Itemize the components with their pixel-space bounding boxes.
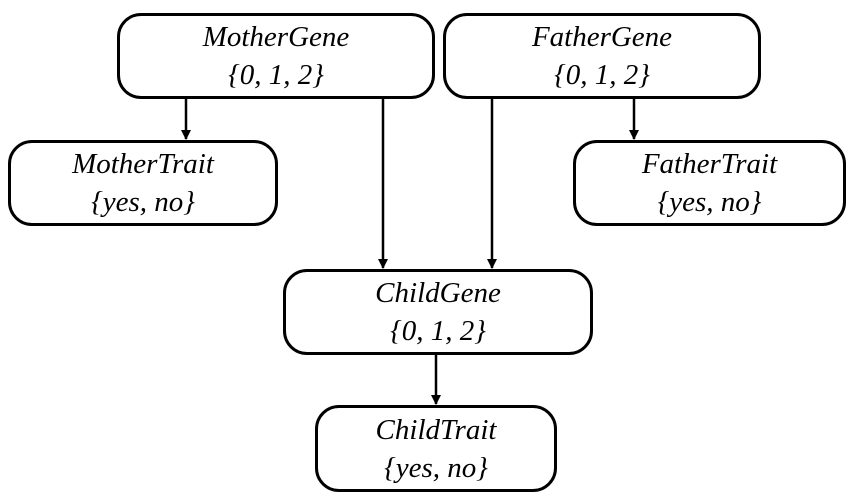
node-name: FatherGene — [531, 21, 673, 53]
node-domain: {0, 1, 2} — [228, 59, 324, 91]
node-domain: {yes, no} — [657, 186, 762, 218]
node-domain: {0, 1, 2} — [554, 59, 650, 91]
node-father-trait: FatherTrait {yes, no} — [573, 140, 846, 226]
node-child-trait: ChildTrait {yes, no} — [315, 405, 557, 492]
node-name: MotherGene — [202, 21, 350, 53]
node-name: MotherTrait — [72, 148, 214, 180]
node-mother-trait: MotherTrait {yes, no} — [8, 140, 278, 226]
node-mother-gene: MotherGene {0, 1, 2} — [117, 13, 435, 99]
node-child-gene: ChildGene {0, 1, 2} — [283, 269, 593, 355]
node-domain: {yes, no} — [91, 186, 195, 218]
node-domain: {yes, no} — [384, 451, 488, 484]
node-name: FatherTrait — [641, 148, 778, 180]
node-name: ChildTrait — [375, 413, 497, 446]
node-father-gene: FatherGene {0, 1, 2} — [443, 13, 761, 99]
node-name: ChildGene — [375, 277, 501, 309]
node-domain: {0, 1, 2} — [390, 315, 486, 347]
